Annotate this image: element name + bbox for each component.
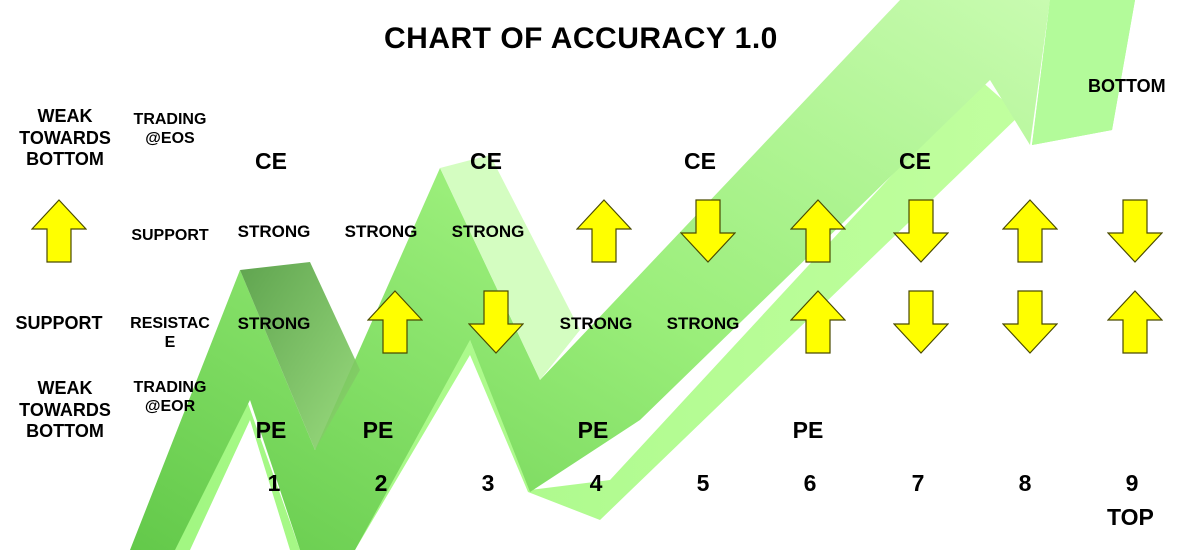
column-number-6: 6	[803, 470, 817, 496]
resistance-row-label: RESISTAC E	[125, 314, 215, 352]
trend-band-main	[130, 0, 1050, 550]
top-label: TOP	[1107, 504, 1154, 530]
up-arrow-icon	[1002, 199, 1058, 263]
ce-label-3: CE	[470, 148, 502, 174]
down-arrow-shape	[893, 290, 949, 354]
towards-word: TOWARDS	[19, 127, 111, 148]
weak-word: WEAK	[37, 106, 93, 126]
resistance-line-2: E	[164, 334, 176, 352]
pe-label-6: PE	[792, 417, 824, 443]
up-arrow-icon	[1107, 290, 1163, 354]
column-number-4: 4	[589, 470, 603, 496]
down-arrow-shape	[1002, 290, 1058, 354]
up-arrow-icon	[790, 199, 846, 263]
ce-label-1: CE	[255, 148, 287, 174]
up-arrow-icon	[31, 199, 87, 263]
up-arrow-shape	[31, 199, 87, 263]
down-arrow-icon	[1107, 199, 1163, 263]
weak-word: WEAK	[37, 378, 93, 398]
bottom-word: BOTTOM	[26, 149, 104, 170]
weak-towards-bottom-lower-label: WEAK TOWARDS BOTTOM	[10, 378, 120, 443]
strong-support-3: STRONG	[451, 222, 525, 241]
column-number-8: 8	[1018, 470, 1032, 496]
down-arrow-shape	[1107, 199, 1163, 263]
bottom-label: BOTTOM	[1088, 76, 1166, 96]
trend-arrow-head-shade	[1032, 0, 1135, 145]
bottom-word: BOTTOM	[26, 421, 104, 442]
trend-fold-1	[240, 262, 360, 450]
up-arrow-shape	[1002, 199, 1058, 263]
eor-word: @EOR	[144, 398, 196, 416]
resistance-line-1: RESISTAC	[130, 315, 210, 332]
down-arrow-icon	[680, 199, 736, 263]
up-arrow-icon	[790, 290, 846, 354]
weak-towards-bottom-top-label: WEAK TOWARDS BOTTOM	[10, 106, 120, 171]
strong-support-2: STRONG	[344, 222, 418, 241]
eos-word: @EOS	[145, 130, 195, 148]
down-arrow-icon	[893, 199, 949, 263]
page-title: CHART OF ACCURACY 1.0	[384, 22, 778, 55]
column-number-7: 7	[911, 470, 925, 496]
up-arrow-shape	[790, 199, 846, 263]
strong-resistance-5: STRONG	[666, 314, 740, 333]
support-row-label: SUPPORT	[131, 227, 209, 244]
trading-eos-label: TRADING @EOS	[125, 110, 215, 148]
strong-resistance-4: STRONG	[559, 314, 633, 333]
column-number-9: 9	[1125, 470, 1139, 496]
towards-word: TOWARDS	[19, 399, 111, 420]
up-arrow-icon	[367, 290, 423, 354]
up-arrow-shape	[576, 199, 632, 263]
pe-label-1: PE	[255, 417, 287, 443]
column-number-2: 2	[374, 470, 388, 496]
down-arrow-shape	[680, 199, 736, 263]
down-arrow-shape	[893, 199, 949, 263]
support-side-label: SUPPORT	[15, 313, 103, 333]
up-arrow-shape	[1107, 290, 1163, 354]
trading-word: TRADING	[133, 111, 207, 128]
pe-label-4: PE	[577, 417, 609, 443]
down-arrow-icon	[1002, 290, 1058, 354]
up-arrow-shape	[367, 290, 423, 354]
trading-word: TRADING	[133, 379, 207, 396]
down-arrow-icon	[468, 290, 524, 354]
trend-fold-2	[440, 155, 580, 380]
strong-support-1: STRONG	[237, 222, 311, 241]
pe-label-2: PE	[362, 417, 394, 443]
column-number-1: 1	[267, 470, 281, 496]
down-arrow-shape	[468, 290, 524, 354]
ce-label-7: CE	[899, 148, 931, 174]
down-arrow-icon	[893, 290, 949, 354]
up-arrow-icon	[576, 199, 632, 263]
trading-eor-label: TRADING @EOR	[125, 378, 215, 416]
up-arrow-shape	[790, 290, 846, 354]
column-number-3: 3	[481, 470, 495, 496]
strong-resistance-1: STRONG	[237, 314, 311, 333]
column-number-5: 5	[696, 470, 710, 496]
ce-label-5: CE	[684, 148, 716, 174]
